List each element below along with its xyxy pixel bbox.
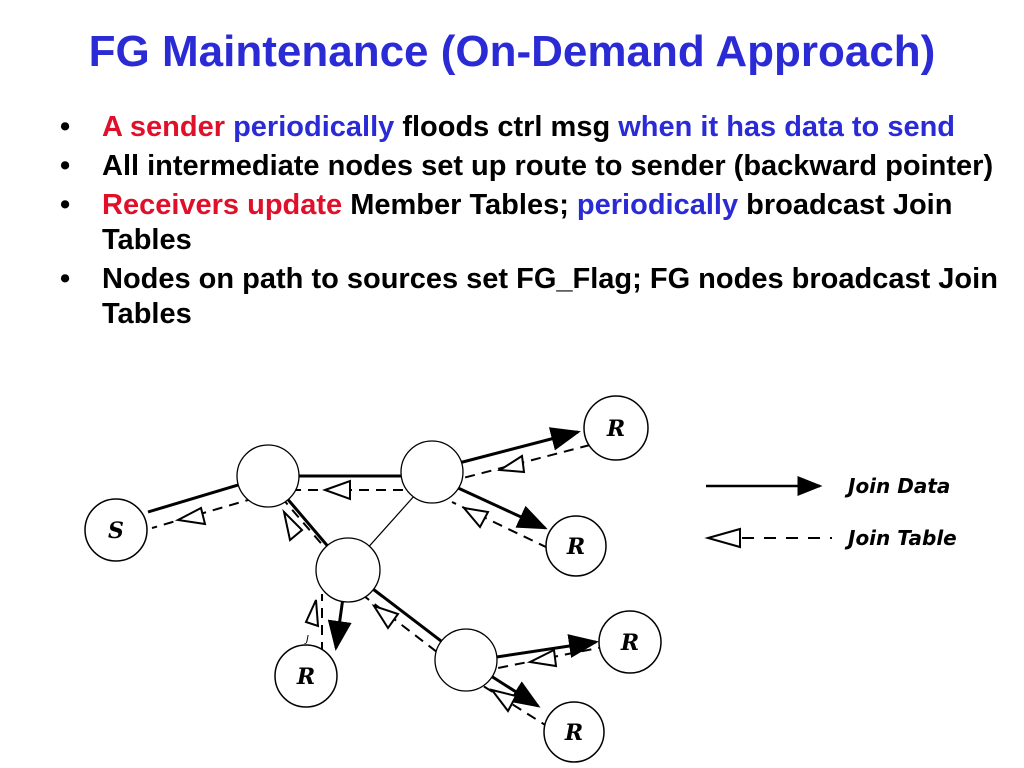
bullet-marker: • xyxy=(60,263,71,295)
bullet-segment: broadcast Join Tables xyxy=(102,189,953,256)
bullet-segment: Member Tables; xyxy=(342,189,569,221)
bullet-item: • All intermediate nodes set up route to… xyxy=(60,149,1010,184)
bullet-list: • A sender periodically floods ctrl msg … xyxy=(60,110,1010,336)
legend-join-data-label: Join Data xyxy=(844,474,950,498)
join-table-arrowhead xyxy=(526,648,558,668)
bullet-segment: periodically xyxy=(568,189,739,221)
join-table-arrowhead xyxy=(304,599,320,628)
receiver-label: R xyxy=(606,416,625,442)
join-table-arrowhead xyxy=(282,508,304,542)
join-table-edge xyxy=(281,497,333,557)
legend-join-table-arrowhead xyxy=(704,527,741,549)
network-node xyxy=(236,444,300,508)
sender-node xyxy=(84,498,148,562)
join-table-edge xyxy=(479,683,551,729)
receiver-node xyxy=(274,644,338,708)
small-mark: J xyxy=(304,634,309,645)
bullet-segment: All intermediate nodes set up route to s… xyxy=(102,150,994,182)
receiver-label: R xyxy=(620,630,639,656)
join-table-arrowhead xyxy=(322,479,351,501)
receiver-node xyxy=(598,610,662,674)
bullet-segment: Receivers update xyxy=(102,189,343,221)
bullet-item: • A sender periodically floods ctrl msg … xyxy=(60,110,1010,145)
join-table-arrowhead xyxy=(174,506,207,526)
bullet-marker: • xyxy=(60,150,71,182)
bullet-segment: A sender xyxy=(102,111,226,143)
bullet-segment: Nodes on path to sources set FG_Flag; FG… xyxy=(102,263,998,330)
network-node xyxy=(400,440,464,504)
bullet-segment: when it has data to send xyxy=(610,111,956,143)
receiver-label: R xyxy=(564,720,583,746)
bullet-segment: floods ctrl msg xyxy=(394,111,611,143)
bullet-marker: • xyxy=(60,189,71,221)
join-table-arrowhead xyxy=(489,688,518,713)
legend-join-table-label: Join Table xyxy=(844,526,957,550)
join-table-arrowhead xyxy=(371,604,400,630)
receiver-node xyxy=(543,701,605,763)
join-table-arrowhead xyxy=(496,454,526,474)
receiver-node xyxy=(583,395,649,461)
slide-title: FG Maintenance (On-Demand Approach) xyxy=(88,27,936,76)
receiver-label: R xyxy=(566,534,585,560)
receiver-node xyxy=(545,515,607,577)
network-node xyxy=(434,628,498,692)
network-node xyxy=(315,537,381,603)
bullet-segment: periodically xyxy=(225,111,395,143)
receiver-label: R xyxy=(296,664,315,690)
sender-label: S xyxy=(108,518,124,544)
join-table-edge xyxy=(151,497,256,529)
bullet-item: • Receivers update Member Tables; period… xyxy=(60,188,1010,258)
join-table-arrowhead xyxy=(461,506,490,529)
bullet-marker: • xyxy=(60,111,71,143)
join-data-arrow xyxy=(489,634,599,660)
bullet-item: • Nodes on path to sources set FG_Flag; … xyxy=(60,262,1010,332)
